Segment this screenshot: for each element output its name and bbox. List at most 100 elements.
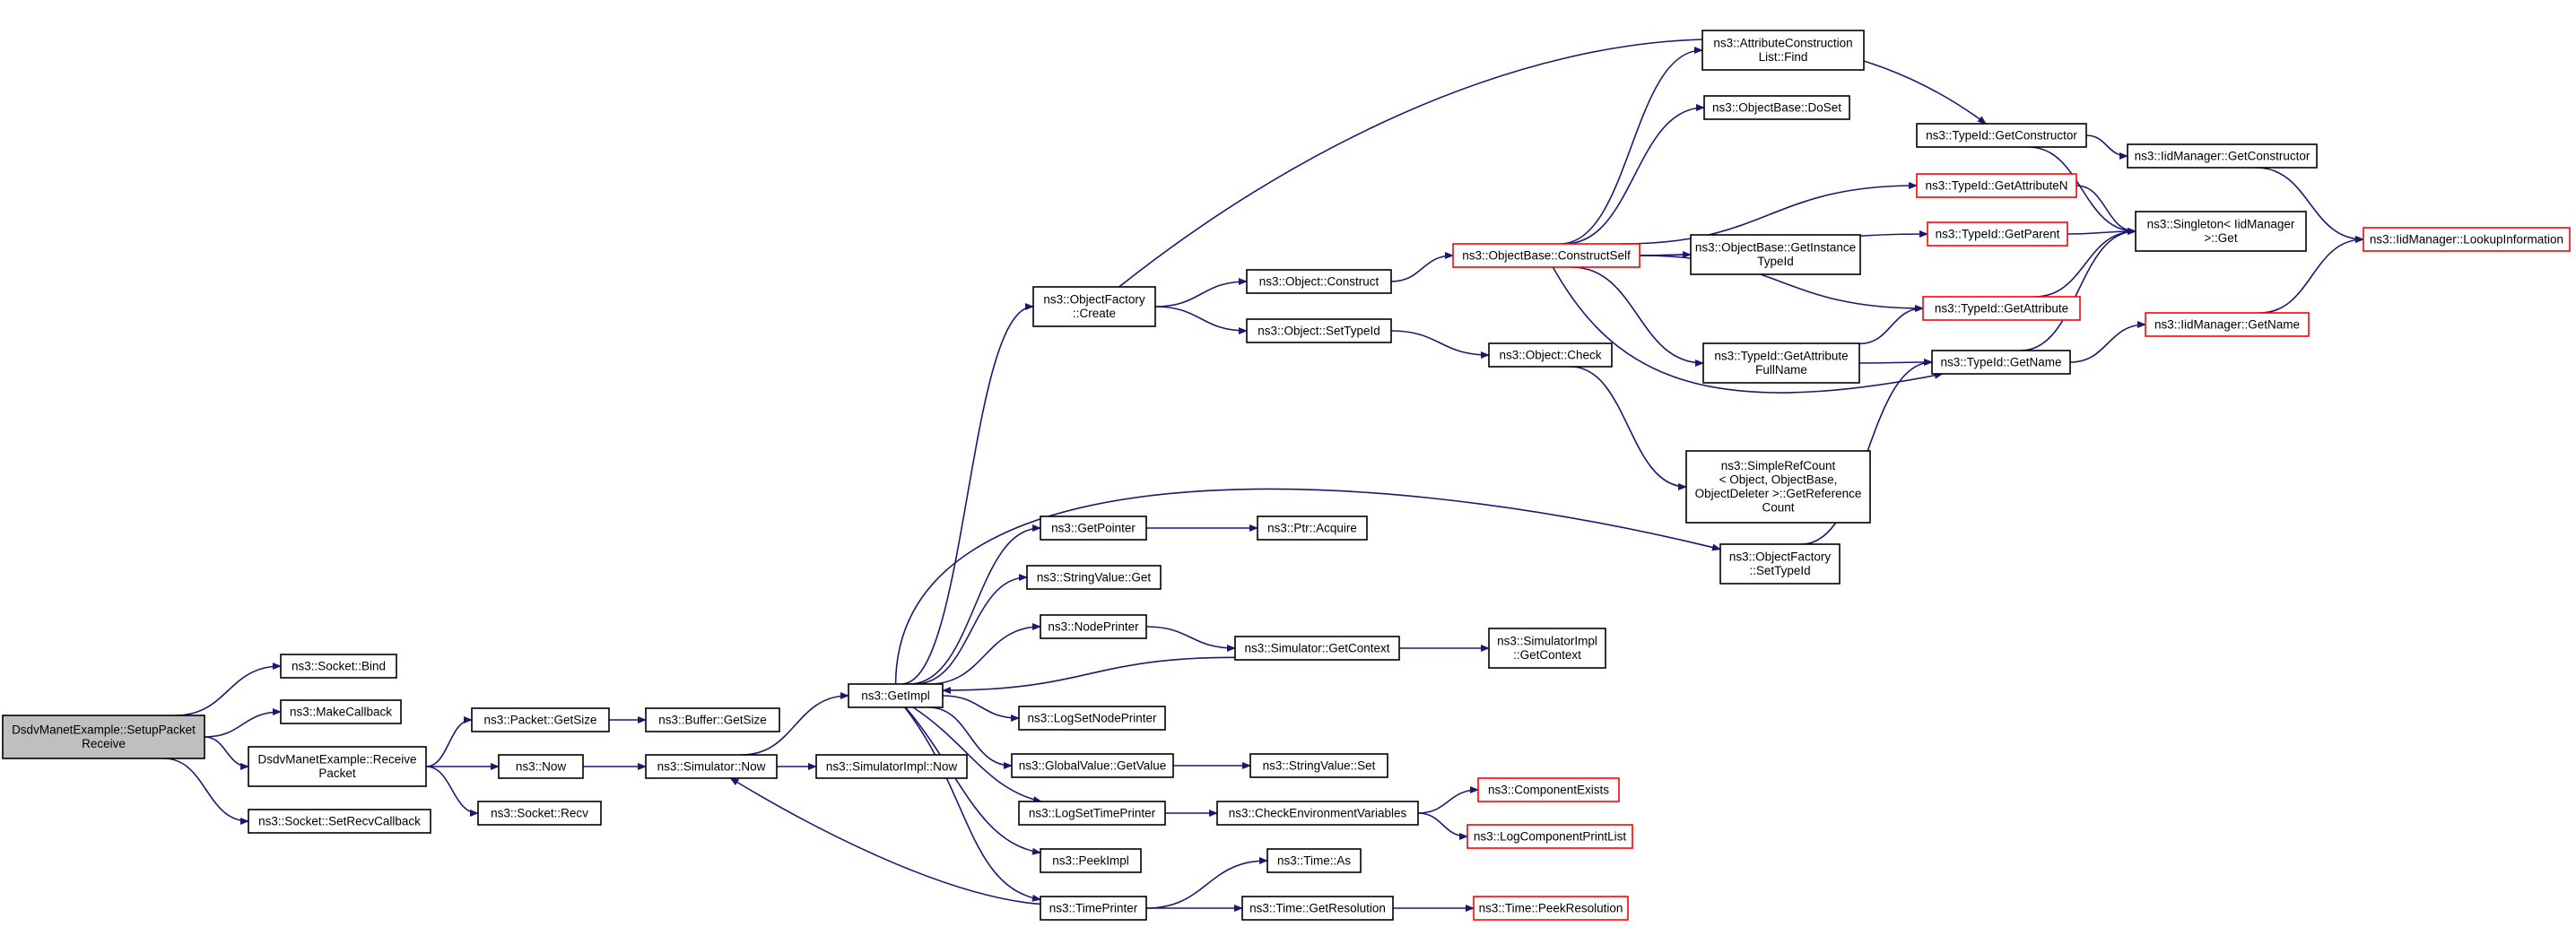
- node-checkenv[interactable]: ns3::CheckEnvironmentVariables: [1216, 801, 1419, 826]
- node-box: [1477, 777, 1620, 802]
- node-label: ns3::TypeId::GetAttributeN: [1925, 178, 2067, 192]
- node-stringvalue-get[interactable]: ns3::StringValue::Get: [1026, 565, 1162, 590]
- node-label: ns3::ObjectBase::ConstructSelf: [1462, 248, 1631, 262]
- node-label: ObjectDeleter >::GetReference: [1695, 487, 1862, 500]
- node-getimpl[interactable]: ns3::GetImpl: [848, 683, 944, 708]
- node-iidmanager-getconstructor[interactable]: ns3::IidManager::GetConstructor: [2127, 143, 2318, 169]
- node-globalvalue-getvalue[interactable]: ns3::GlobalValue::GetValue: [1011, 753, 1174, 778]
- node-box: [1018, 801, 1166, 826]
- node-object-settypeid[interactable]: ns3::Object::SetTypeId: [1246, 318, 1392, 343]
- node-ptr-acquire[interactable]: ns3::Ptr::Acquire: [1257, 515, 1368, 541]
- node-objfactory-create[interactable]: ns3::ObjectFactory::Create: [1032, 286, 1156, 327]
- node-label: ns3::Packet::GetSize: [483, 713, 596, 726]
- edge-object_settypeid-to-object_check: [1390, 330, 1490, 359]
- node-now[interactable]: ns3::Now: [498, 754, 584, 779]
- edge-typeid_getname-to-iidmanager_getname: [2069, 321, 2146, 363]
- edge-object_construct-to-objbase_constructself: [1390, 252, 1454, 282]
- edge-nodeprinter-to-simulator_getcontext: [1145, 626, 1236, 652]
- node-box: [1018, 706, 1166, 731]
- node-label: ns3::IidManager::LookupInformation: [2370, 232, 2563, 246]
- edge-simulator_getcontext-to-getimpl: [942, 656, 1236, 695]
- node-simplerefcount[interactable]: ns3::SimpleRefCount< Object, ObjectBase,…: [1685, 450, 1871, 524]
- node-objbase-constructself[interactable]: ns3::ObjectBase::ConstructSelf: [1452, 243, 1640, 268]
- node-logsetnodeprinter[interactable]: ns3::LogSetNodePrinter: [1018, 706, 1166, 731]
- node-label: Receive: [82, 737, 126, 750]
- node-singleton-get[interactable]: ns3::Singleton< IidManager>::Get: [2135, 211, 2307, 252]
- node-packet-getsize[interactable]: ns3::Packet::GetSize: [471, 707, 610, 732]
- node-nodeprinter[interactable]: ns3::NodePrinter: [1040, 614, 1147, 639]
- node-label: ns3::Now: [516, 759, 567, 773]
- node-box: [1916, 123, 2087, 148]
- node-simimpl-getcontext[interactable]: ns3::SimulatorImpl::GetContext: [1488, 628, 1606, 669]
- edge-typeid_getattributefullname-to-typeid_getname: [1858, 359, 1933, 367]
- node-time-as[interactable]: ns3::Time::As: [1266, 848, 1362, 873]
- node-label: >::Get: [2204, 231, 2237, 245]
- node-iidmanager-lookupinformation[interactable]: ns3::IidManager::LookupInformation: [2363, 227, 2571, 252]
- node-iidmanager-getname[interactable]: ns3::IidManager::GetName: [2145, 312, 2310, 337]
- node-box: [815, 754, 968, 779]
- edge-receive_packet-to-packet_getsize: [425, 716, 473, 767]
- node-box: [280, 654, 397, 679]
- node-typeid-getattribute[interactable]: ns3::TypeId::GetAttribute: [1922, 296, 2081, 321]
- node-label: ns3::Object::Check: [1499, 348, 1601, 361]
- node-getpointer[interactable]: ns3::GetPointer: [1040, 515, 1147, 541]
- edge-root-to-socket_bind: [175, 663, 282, 716]
- node-stringvalue-set[interactable]: ns3::StringValue::Set: [1249, 753, 1388, 778]
- node-label: ns3::Ptr::Acquire: [1267, 521, 1357, 534]
- node-label: ns3::SimulatorImpl: [1497, 635, 1597, 648]
- node-make-callback[interactable]: ns3::MakeCallback: [280, 699, 402, 724]
- node-typeid-getattributen[interactable]: ns3::TypeId::GetAttributeN: [1916, 173, 2077, 198]
- node-box: [848, 683, 944, 708]
- node-box: [1916, 173, 2077, 198]
- nodes-layer: DsdvManetExample::SetupPacketReceivens3:…: [2, 30, 2571, 921]
- edge-timeprinter-to-simulator_now: [729, 777, 1041, 905]
- node-typeid-getparent[interactable]: ns3::TypeId::GetParent: [1927, 221, 2068, 247]
- edge-root-to-set_recv_callback: [163, 758, 249, 825]
- node-box: [1241, 896, 1394, 921]
- node-box: [498, 754, 584, 779]
- node-timeprinter[interactable]: ns3::TimePrinter: [1040, 896, 1147, 921]
- node-typeid-getconstructor[interactable]: ns3::TypeId::GetConstructor: [1916, 123, 2087, 148]
- edge-checkenv-to-logcomponentprintlist: [1417, 812, 1468, 840]
- node-label: DsdvManetExample::Receive: [257, 753, 416, 767]
- node-label: ns3::TypeId::GetParent: [1936, 227, 2060, 240]
- node-box: [1702, 342, 1860, 384]
- edge-getimpl-to-timeprinter: [904, 706, 1041, 902]
- edge-object_check-to-simplerefcount: [1570, 366, 1687, 490]
- node-logcomponentprintlist[interactable]: ns3::LogComponentPrintList: [1466, 824, 1633, 849]
- node-socket-bind[interactable]: ns3::Socket::Bind: [280, 654, 397, 679]
- edge-typeid_getconstructor-to-iidmanager_getconstructor: [2085, 134, 2128, 160]
- node-label: ns3::Time::GetResolution: [1249, 901, 1386, 914]
- edge-timeprinter-to-time_as: [1145, 857, 1268, 909]
- node-set-recv-callback[interactable]: ns3::Socket::SetRecvCallback: [248, 809, 431, 834]
- node-buffer-getsize[interactable]: ns3::Buffer::GetSize: [645, 707, 780, 732]
- edge-typeid_getattributen-to-singleton_get: [2076, 185, 2137, 235]
- node-simimpl-now[interactable]: ns3::SimulatorImpl::Now: [815, 754, 968, 779]
- node-logsettimeprinter[interactable]: ns3::LogSetTimePrinter: [1018, 801, 1166, 826]
- node-object-check[interactable]: ns3::Object::Check: [1488, 342, 1613, 368]
- node-label: ns3::LogComponentPrintList: [1474, 829, 1627, 843]
- node-simulator-getcontext[interactable]: ns3::Simulator::GetContext: [1234, 636, 1400, 661]
- node-objbase-doset[interactable]: ns3::ObjectBase::DoSet: [1703, 95, 1850, 120]
- node-box: [2135, 211, 2307, 252]
- node-objfactory-settypeid[interactable]: ns3::ObjectFactory::SetTypeId: [1719, 543, 1841, 585]
- edge-root-to-receive_packet: [204, 736, 249, 770]
- node-time-getresolution[interactable]: ns3::Time::GetResolution: [1241, 896, 1394, 921]
- node-box: [471, 707, 610, 732]
- node-peekimpl[interactable]: ns3::PeekImpl: [1040, 848, 1142, 873]
- node-typeid-getname[interactable]: ns3::TypeId::GetName: [1931, 350, 2071, 375]
- node-label: ns3::MakeCallback: [290, 705, 392, 718]
- node-label: ns3::CheckEnvironmentVariables: [1229, 806, 1407, 819]
- node-componentexists[interactable]: ns3::ComponentExists: [1477, 777, 1620, 802]
- node-time-peekresolution[interactable]: ns3::Time::PeekResolution: [1473, 896, 1629, 921]
- node-object-construct[interactable]: ns3::Object::Construct: [1246, 269, 1392, 294]
- node-socket-recv[interactable]: ns3::Socket::Recv: [477, 801, 602, 826]
- node-simulator-now[interactable]: ns3::Simulator::Now: [645, 754, 778, 779]
- edge-objbase_constructself-to-typeid_getattributen: [1621, 182, 1918, 245]
